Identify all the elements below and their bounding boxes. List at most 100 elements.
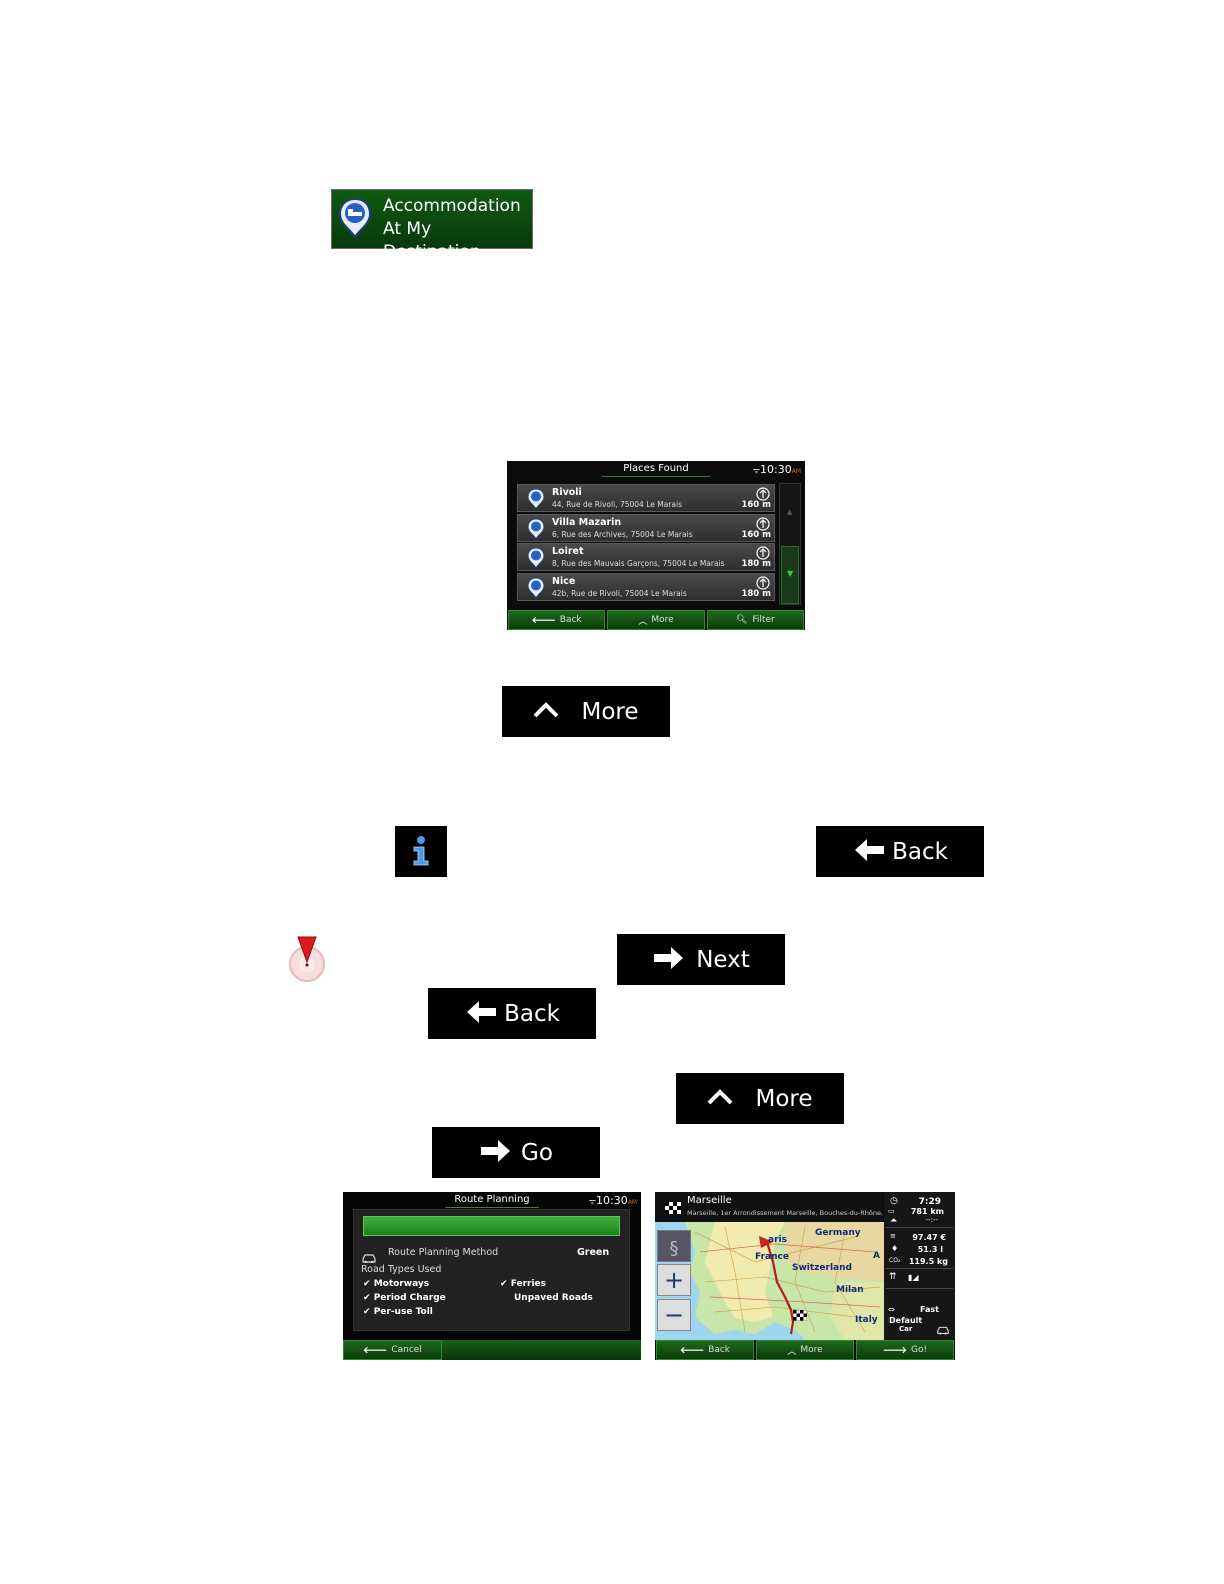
- road-type-unpaved-roads: Unpaved Roads: [514, 1293, 593, 1303]
- direction-arrow-icon: [756, 545, 770, 564]
- places-more-label: More: [651, 615, 674, 625]
- map-go-label: Go!: [911, 1345, 928, 1355]
- map-go-button[interactable]: 🡒Go!: [856, 1340, 954, 1360]
- cost-icon: ≡: [890, 1232, 896, 1240]
- route-cancel-button[interactable]: 🡐Cancel: [343, 1340, 442, 1360]
- car-icon: [936, 1320, 950, 1339]
- chevron-up-icon: [707, 1088, 733, 1109]
- back-button[interactable]: Back: [816, 826, 984, 877]
- road-type-per-use-toll: ✔ Per-use Toll: [363, 1307, 433, 1317]
- route-map[interactable]: aris Germany France Switzerland A Milan …: [655, 1222, 884, 1340]
- road-types-label: Road Types Used: [361, 1264, 442, 1275]
- vehicle-line2: Car: [899, 1325, 913, 1333]
- scroll-down-button[interactable]: ▼: [781, 546, 799, 604]
- place-name: Villa Mazarin: [552, 516, 622, 528]
- accommodation-pin-icon: [527, 577, 545, 603]
- places-found-title: Places Found: [623, 463, 689, 474]
- chevron-up-icon: ︿: [638, 616, 648, 627]
- fuel-icon: ♦: [891, 1244, 899, 1253]
- map-more-label: More: [800, 1345, 823, 1355]
- places-scrollbar[interactable]: ▲ ▼: [779, 483, 801, 605]
- minus-icon: −: [663, 1301, 685, 1329]
- places-more-button[interactable]: ︿More: [607, 610, 705, 630]
- direction-arrow-icon: [756, 575, 770, 594]
- direction-arrow-icon: [756, 516, 770, 535]
- route-type: Fast: [920, 1305, 939, 1314]
- arrow-right-icon: [652, 945, 686, 975]
- co2-label: CO₂: [889, 1257, 901, 1264]
- more-button[interactable]: More: [502, 686, 670, 737]
- places-found-title-bar: Places Found: [507, 461, 805, 477]
- more-label: More: [581, 698, 639, 725]
- accommodation-at-destination-button[interactable]: Accommodation At My Destination: [331, 189, 533, 262]
- route-fuel: 51.3 l: [917, 1245, 943, 1254]
- list-item[interactable]: Villa Mazarin 6, Rue des Archives, 75004…: [517, 513, 775, 544]
- road-icon: ⏶: [890, 1216, 898, 1226]
- car-icon: [361, 1248, 377, 1267]
- back-button[interactable]: Back: [428, 988, 596, 1039]
- map-label-austria: A: [873, 1251, 880, 1261]
- route-map-screen: Marseille Marseille, 1er Arrondissement …: [655, 1192, 955, 1360]
- arrow-right-icon: [479, 1138, 513, 1168]
- zoom-out-button[interactable]: −: [657, 1299, 691, 1331]
- warning-sign-icon: ▮◢: [908, 1273, 919, 1282]
- route-distance: 781 km: [910, 1207, 944, 1216]
- route-planning-screen: Route Planning ᯤ10:30AM Route Planning M…: [343, 1192, 641, 1360]
- destination-flag-icon: [792, 1306, 808, 1325]
- route-progress-bar: [363, 1216, 620, 1236]
- check-icon: ✔: [500, 1279, 511, 1289]
- road-type-period-charge: ✔ Period Charge: [363, 1293, 446, 1303]
- places-found-ampm: AM: [791, 468, 801, 475]
- map-label-france: France: [755, 1252, 789, 1262]
- arrow-left-icon: 🡐: [680, 1345, 705, 1356]
- go-label: Go: [521, 1139, 553, 1166]
- places-list: Rivoli 44, Rue de Rivoli, 75004 Le Marai…: [517, 484, 775, 602]
- check-icon: ✔: [363, 1279, 374, 1289]
- route-cancel-label: Cancel: [391, 1345, 422, 1355]
- place-address: 42b, Rue de Rivoli, 75004 Le Marais: [552, 588, 687, 598]
- map-drawing: [685, 1222, 884, 1340]
- map-label-germany: Germany: [815, 1228, 861, 1238]
- destination-address: Marseille, 1er Arrondissement Marseille,…: [687, 1209, 907, 1217]
- chevron-up-icon: [533, 701, 559, 722]
- places-filter-button[interactable]: 🔍︎Filter: [706, 610, 804, 630]
- direction-arrow-icon: [756, 486, 770, 505]
- route-planning-clock: ᯤ10:30AM: [589, 1194, 637, 1207]
- accommodation-line1: Accommodation: [383, 196, 521, 216]
- info-icon: [409, 835, 433, 871]
- list-item[interactable]: Rivoli 44, Rue de Rivoli, 75004 Le Marai…: [517, 484, 775, 512]
- map-back-label: Back: [708, 1345, 730, 1355]
- scroll-up-icon[interactable]: ▲: [787, 508, 793, 516]
- clock-icon: ◷: [890, 1196, 898, 1206]
- distance-icon: ▭: [888, 1207, 895, 1215]
- place-distance: 160 m: [741, 500, 771, 510]
- go-button[interactable]: Go: [432, 1127, 600, 1178]
- place-distance: 180 m: [741, 559, 771, 570]
- route-planning-title: Route Planning: [454, 1194, 530, 1205]
- more-label: More: [755, 1085, 813, 1112]
- map-more-button[interactable]: ︿More: [756, 1340, 854, 1360]
- route-co2: 119.5 kg: [908, 1257, 948, 1266]
- list-item[interactable]: Loiret 8, Rue des Mauvais Garçons, 75004…: [517, 543, 775, 573]
- road-type-motorways: ✔ Motorways: [363, 1279, 430, 1289]
- list-item[interactable]: Nice 42b, Rue de Rivoli, 75004 Le Marais…: [517, 572, 775, 603]
- route-info-panel[interactable]: ◷ 7:29 ▭ 781 km ⏶ --:-- ≡ 97.47 € ♦ 51.3…: [884, 1192, 955, 1340]
- place-distance: 180 m: [741, 588, 771, 599]
- places-found-clock: ᯤ10:30AM: [753, 463, 801, 476]
- route-cost: 97.47 €: [912, 1233, 946, 1242]
- next-button[interactable]: Next: [617, 934, 785, 985]
- accommodation-pin-icon: [527, 518, 545, 544]
- place-name: Loiret: [552, 546, 584, 558]
- places-filter-label: Filter: [752, 615, 775, 625]
- info-button[interactable]: [395, 826, 447, 877]
- accommodation-pin-icon: [527, 547, 545, 573]
- zoom-in-button[interactable]: +: [657, 1264, 691, 1296]
- places-back-button[interactable]: 🡐Back: [508, 610, 606, 630]
- checkered-flag-icon: [665, 1199, 681, 1218]
- map-back-button[interactable]: 🡐Back: [656, 1340, 754, 1360]
- route-method-label: Route Planning Method: [388, 1247, 499, 1258]
- route-overview-button[interactable]: §: [657, 1230, 691, 1262]
- more-button[interactable]: More: [676, 1073, 844, 1124]
- arrow-left-icon: [852, 837, 886, 867]
- route-planning-time: 10:30: [596, 1194, 628, 1207]
